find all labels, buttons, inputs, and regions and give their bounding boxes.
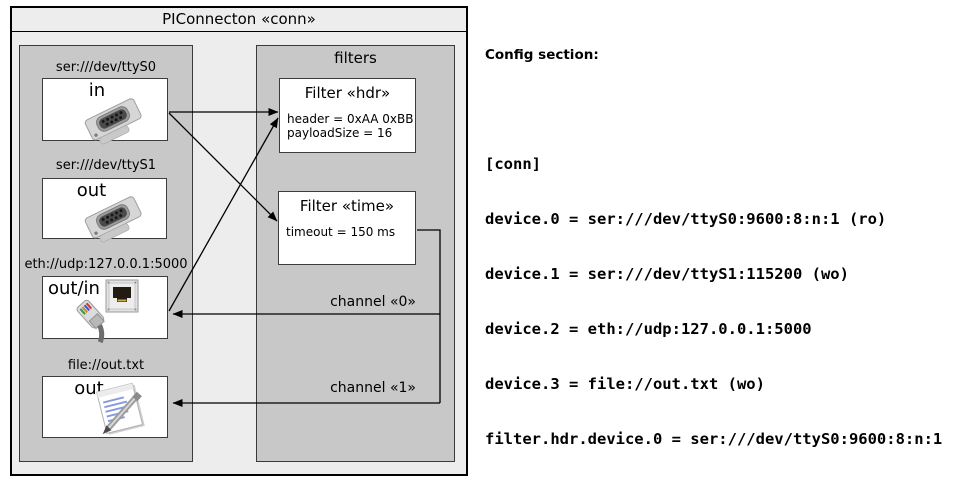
device-box-ttys0: in: [42, 78, 168, 148]
filter-attribute: payloadSize = 16: [287, 126, 393, 140]
filter-attribute: header = 0xAA 0xBB: [287, 112, 414, 126]
device-url-ttys0: ser:///dev/ttyS0: [55, 60, 157, 75]
device-direction-label: in: [88, 80, 106, 101]
device-direction-label: out: [74, 378, 104, 399]
piconnection-title: PIConnecton «conn»: [12, 8, 466, 32]
channel-1-label: channel «1»: [330, 380, 416, 396]
device-url-eth: eth://udp:127.0.0.1:5000: [24, 257, 188, 272]
filter-time-attributes: timeout = 150 ms: [286, 225, 395, 239]
device-box-eth: out/in: [42, 276, 168, 344]
filter-box-time: Filter «time» timeout = 150 ms: [278, 191, 416, 265]
device-direction-label: out/in: [48, 278, 100, 299]
device-box-file: out: [42, 376, 168, 438]
filter-hdr-title: Filter «hdr»: [304, 84, 391, 102]
filters-panel-title: filters: [334, 49, 377, 67]
filter-attribute: timeout = 150 ms: [286, 225, 396, 239]
config-section: Config section: [conn] device.0 = ser://…: [485, 8, 952, 484]
filter-box-hdr: Filter «hdr» header = 0xAA 0xBB payloadS…: [279, 78, 416, 153]
device-direction-label: out: [76, 180, 107, 201]
device-box-ttys1: out: [42, 178, 167, 246]
channel-0-label: channel «0»: [330, 294, 416, 310]
filter-time-title: Filter «time»: [299, 197, 395, 215]
pencil: [102, 391, 142, 435]
config-line: device.2 = eth://udp:127.0.0.1:5000: [485, 320, 812, 339]
serial-connector-icon: [83, 195, 146, 246]
config-heading: Config section:: [485, 47, 599, 63]
config-line: device.0 = ser:///dev/ttyS0:9600:8:n:1 (…: [485, 210, 887, 229]
devices-panel: ser:///dev/ttyS0 in ser:///dev/ttyS1 out…: [19, 45, 193, 462]
filters-panel: filters Filter «hdr» header = 0xAA 0xBB …: [256, 45, 455, 462]
notepad-icon: [96, 382, 145, 435]
rj45-plug: [76, 299, 105, 344]
rj45-port: [105, 279, 139, 313]
config-lines: [conn] device.0 = ser:///dev/ttyS0:9600:…: [485, 119, 952, 484]
config-line: filter.hdr.device.0 = ser:///dev/ttyS0:9…: [485, 430, 943, 449]
device-url-file: file://out.txt: [67, 358, 145, 373]
filter-hdr-attributes: header = 0xAA 0xBB payloadSize = 16: [287, 112, 413, 140]
ethernet-port-icon: [76, 279, 139, 344]
serial-connector-icon: [83, 97, 146, 148]
config-line: [conn]: [485, 155, 541, 173]
config-line: device.3 = file://out.txt (wo): [485, 375, 765, 394]
device-url-ttys1: ser:///dev/ttyS1: [55, 158, 157, 173]
config-line: device.1 = ser:///dev/ttyS1:115200 (wo): [485, 265, 849, 284]
piconnection-box: PIConnecton «conn» ser:///dev/ttyS0 in s…: [10, 6, 468, 476]
